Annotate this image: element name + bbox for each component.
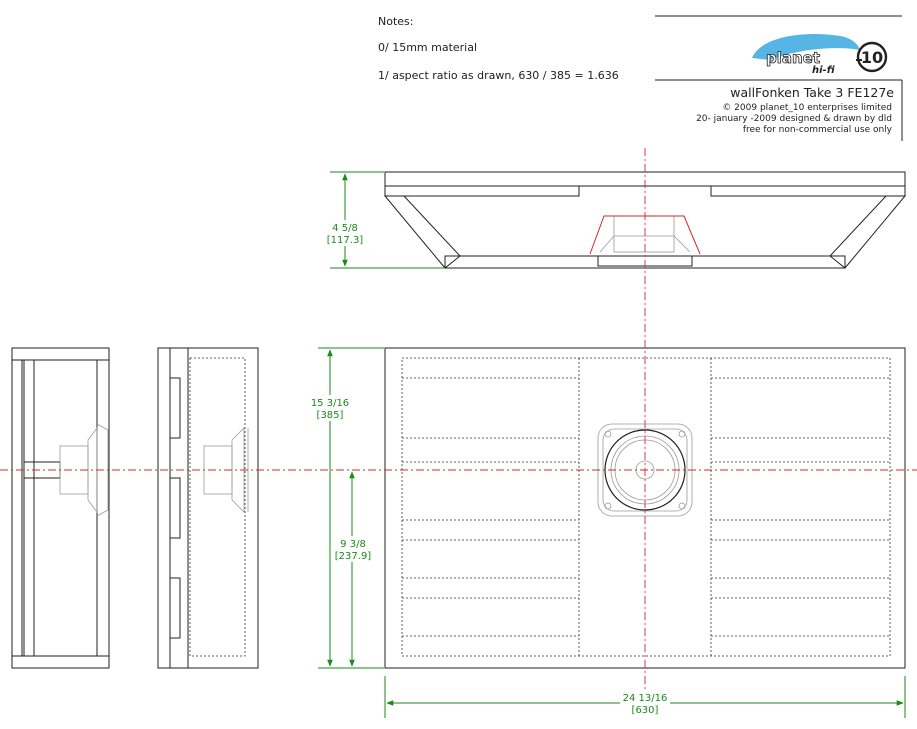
- logo-ring-icon: [856, 41, 888, 73]
- depth-label-bg: [326, 220, 364, 246]
- side-elevation-outline: [157, 347, 259, 669]
- side-elevation-view: [157, 347, 259, 669]
- mount-hole-bl: [604, 502, 612, 510]
- copyright-line: © 2009 planet_10 enterprises limited: [722, 103, 892, 113]
- driver-magnet-section: [613, 215, 675, 253]
- height-dimension: 15 3/16 [385]: [310, 347, 384, 669]
- side-bottom-panel: [11, 655, 110, 669]
- side-front-baffle: [96, 359, 110, 657]
- logo-planet-text: planet: [766, 49, 820, 67]
- width-label-mm: [630]: [632, 705, 659, 716]
- height-label-mm: [385]: [317, 410, 344, 421]
- mount-hole-tr: [678, 430, 686, 438]
- driver-cutout-outline: [589, 215, 701, 255]
- drawing-title: wallFonken Take 3 FE127e: [730, 85, 894, 100]
- height-label-inch: 15 3/16: [311, 398, 349, 409]
- notes-line-2: 1/ aspect ratio as drawn, 630 / 385 = 1.…: [378, 69, 619, 82]
- license-line: free for non-commercial use only: [743, 125, 893, 135]
- side-slot-2: [169, 477, 181, 539]
- side-brace-strip: [23, 359, 35, 657]
- depth-label-inch: 4 5/8: [332, 223, 358, 234]
- inner-wall-hidden: [401, 357, 891, 657]
- side-elevation-hidden: [189, 357, 246, 657]
- side-back-panel: [11, 359, 23, 657]
- center-height-dimension: 9 3/8 [237.9]: [332, 471, 374, 667]
- driver-basket-section: [599, 235, 691, 253]
- center-label-mm: [237.9]: [335, 551, 372, 562]
- left-brace-panel: [384, 185, 580, 197]
- side-slot-1: [169, 377, 181, 439]
- side-driver-basket: [87, 426, 98, 514]
- center-label-inch: 9 3/8: [340, 539, 366, 550]
- side-slot-3: [169, 577, 181, 639]
- side-section-view: [11, 347, 110, 669]
- notes-line-1: 0/ 15mm material: [378, 41, 477, 54]
- height-label-bg: [310, 395, 350, 421]
- width-label-bg: [620, 690, 670, 716]
- right-angled-wall: [829, 195, 907, 269]
- side-top-panel: [11, 347, 110, 361]
- notes-heading: Notes:: [378, 15, 413, 28]
- mount-hole-br: [678, 502, 686, 510]
- logo-ten-text: 10: [861, 48, 883, 67]
- left-angled-wall: [383, 195, 461, 269]
- driver-cutout-circle: [604, 429, 686, 511]
- front-view: [384, 347, 906, 669]
- mount-hole-tl: [604, 430, 612, 438]
- logo-hifi-text: hi-fi: [812, 65, 835, 76]
- depth-dimension: 4 5/8 [117.3]: [326, 171, 444, 269]
- designed-by-line: 20- january -2009 designed & drawn by dl…: [696, 114, 892, 124]
- notes-block: Notes: 0/ 15mm material 1/ aspect ratio …: [378, 15, 619, 82]
- logo-swoosh: [752, 34, 860, 60]
- center-label-bg: [332, 536, 374, 562]
- depth-label-mm: [117.3]: [327, 235, 364, 246]
- elev-driver-basket: [231, 427, 245, 513]
- planet10-logo: planet 10 hi-fi: [752, 34, 888, 76]
- width-dimension: 24 13/16 [630]: [384, 676, 906, 718]
- title-block: planet 10 hi-fi wallFonken Take 3 FE127e…: [655, 15, 903, 141]
- width-label-inch: 24 13/16: [623, 693, 668, 704]
- right-brace-panel: [710, 185, 906, 197]
